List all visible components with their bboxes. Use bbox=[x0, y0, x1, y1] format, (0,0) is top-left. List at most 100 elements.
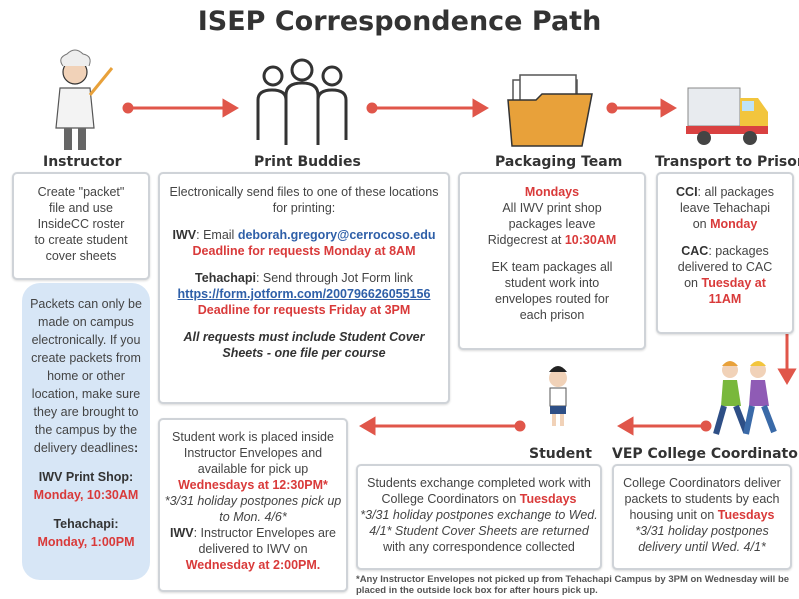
iwv-label: IWV bbox=[172, 228, 197, 242]
cac-time: 11AM bbox=[708, 292, 742, 306]
pickup-line: delivered to IWV on bbox=[198, 542, 308, 556]
vep-holiday: *3/31 holiday postpones bbox=[635, 524, 769, 538]
note-tehachapi-time: Monday, 1:00PM bbox=[37, 535, 135, 549]
tehachapi-label: Tehachapi bbox=[195, 271, 256, 285]
note-line: made on campus bbox=[38, 315, 134, 329]
packaging-line: envelopes routed for bbox=[495, 292, 609, 306]
arrow-print-to-packaging bbox=[366, 98, 489, 118]
student-box: Students exchange completed work with Co… bbox=[356, 464, 602, 570]
instructor-figure-icon bbox=[55, 49, 114, 150]
instructor-line: cover sheets bbox=[45, 249, 117, 263]
cac-label: CAC bbox=[681, 244, 709, 258]
pickup-box: Student work is placed inside Instructor… bbox=[158, 418, 348, 592]
vep-day: Tuesdays bbox=[717, 508, 775, 522]
folder-icon bbox=[507, 74, 593, 147]
step-label-instructor: Instructor bbox=[43, 154, 122, 170]
vep-holiday: delivery until Wed. 4/1* bbox=[638, 540, 766, 554]
instructor-line: Create "packet" bbox=[37, 185, 125, 199]
step-label-student: Student bbox=[529, 446, 592, 462]
note-line: home or other bbox=[47, 369, 125, 383]
note-line: delivery deadlines: bbox=[22, 439, 150, 457]
student-line: College Coordinators on Tuesdays bbox=[358, 491, 600, 507]
vep-line: housing unit on Tuesdays bbox=[614, 507, 790, 523]
step-label-vep: VEP College Coordinators bbox=[612, 446, 799, 462]
packaging-text: Ridgecrest at bbox=[487, 233, 565, 247]
student-holiday: *3/31 holiday postpones exchange to Wed. bbox=[360, 508, 598, 522]
vep-text: housing unit on bbox=[629, 508, 718, 522]
packaging-time: 10:30AM bbox=[564, 233, 617, 247]
cci-text: : all packages bbox=[697, 185, 774, 199]
iwv-text: : Email bbox=[196, 228, 238, 242]
note-line: location, make sure bbox=[31, 387, 141, 401]
pickup-iwv-time: Wednesday at 2:00PM. bbox=[185, 558, 321, 572]
tehachapi-row: Tehachapi: Send through Jot Form link bbox=[160, 270, 448, 286]
note-line: create packets from bbox=[31, 351, 141, 365]
student-line: with any correspondence collected bbox=[383, 540, 575, 554]
packaging-box: Mondays All IWV print shop packages leav… bbox=[458, 172, 646, 350]
transport-box: CCI: all packages leave Tehachapi on Mon… bbox=[656, 172, 794, 334]
iwv-row: IWV: Email deborah.gregory@cerrocoso.edu bbox=[160, 227, 448, 243]
pickup-holiday: to Mon. 4/6* bbox=[219, 510, 287, 524]
print-intro: for printing: bbox=[272, 201, 336, 215]
vep-box: College Coordinators deliver packets to … bbox=[612, 464, 792, 570]
cci-text: on bbox=[692, 217, 711, 231]
people-group-icon bbox=[256, 58, 348, 145]
packaging-line: EK team packages all bbox=[491, 260, 613, 274]
packaging-line: each prison bbox=[519, 308, 585, 322]
vep-line: College Coordinators deliver bbox=[623, 476, 781, 490]
packaging-line: Ridgecrest at 10:30AM bbox=[460, 232, 644, 248]
tehachapi-text: : Send through Jot Form link bbox=[255, 271, 413, 285]
step-label-transport: Transport to Prison bbox=[655, 154, 799, 170]
note-line: Packets can only be bbox=[30, 297, 142, 311]
cac-row: on Tuesday at bbox=[658, 275, 792, 291]
note-line: they are brought to bbox=[33, 405, 139, 419]
pickup-iwv-row: IWV: Instructor Envelopes are bbox=[160, 525, 346, 541]
note-iwv-time: Monday, 10:30AM bbox=[33, 488, 139, 502]
packaging-line: student work into bbox=[504, 276, 600, 290]
pickup-iwv-text: : Instructor Envelopes are bbox=[193, 526, 337, 540]
note-text: delivery deadlines bbox=[33, 441, 134, 455]
step-label-packaging: Packaging Team bbox=[495, 154, 623, 170]
cac-text: delivered to CAC bbox=[677, 260, 773, 274]
student-text: College Coordinators on bbox=[381, 492, 520, 506]
instructor-line: InsideCC roster bbox=[37, 217, 125, 231]
instructor-line: file and use bbox=[49, 201, 113, 215]
note-line: electronically. If you bbox=[31, 333, 141, 347]
cci-row: on Monday bbox=[658, 216, 792, 232]
instructor-line: to create student bbox=[34, 233, 128, 247]
campus-note: Packets can only be made on campus elect… bbox=[22, 283, 150, 580]
cac-text: on bbox=[684, 276, 702, 290]
note-colon: : bbox=[133, 441, 139, 455]
packaging-day: Mondays bbox=[524, 185, 580, 199]
iwv-deadline: Deadline for requests Monday at 8AM bbox=[192, 244, 416, 258]
cac-text: : packages bbox=[708, 244, 769, 258]
pickup-holiday: *3/31 holiday postpones pick up bbox=[164, 494, 342, 508]
jotform-link[interactable]: https://form.jotform.com/200796626055156 bbox=[177, 287, 431, 301]
tehachapi-deadline: Deadline for requests Friday at 3PM bbox=[197, 303, 411, 317]
delivery-truck-icon bbox=[686, 87, 768, 145]
iwv-email-link[interactable]: deborah.gregory@cerrocoso.edu bbox=[237, 228, 436, 242]
student-figure-icon bbox=[549, 366, 567, 426]
pickup-line: Instructor Envelopes and bbox=[183, 446, 323, 460]
cci-day: Monday bbox=[710, 217, 758, 231]
cci-text: leave Tehachapi bbox=[679, 201, 771, 215]
note-line: the campus by the bbox=[34, 423, 138, 437]
packaging-line: packages leave bbox=[508, 217, 596, 231]
student-day: Tuesdays bbox=[519, 492, 577, 506]
footnote: *Any Instructor Envelopes not picked up … bbox=[356, 574, 790, 596]
pickup-line: Student work is placed inside bbox=[172, 430, 334, 444]
pickup-time: Wednesdays at 12:30PM* bbox=[178, 478, 328, 492]
arrow-student-to-pickup bbox=[359, 416, 526, 436]
walking-people-icon bbox=[713, 361, 777, 435]
pickup-line: available for pick up bbox=[197, 462, 309, 476]
cac-row: CAC: packages bbox=[658, 243, 792, 259]
instructor-box: Create "packet" file and use InsideCC ro… bbox=[12, 172, 150, 280]
arrow-instructor-to-print bbox=[122, 98, 239, 118]
note-tehachapi-label: Tehachapi: bbox=[53, 517, 119, 531]
vep-line: packets to students by each bbox=[624, 492, 780, 506]
requirement-note: Sheets - one file per course bbox=[222, 346, 386, 360]
cci-row: CCI: all packages bbox=[658, 184, 792, 200]
packaging-line: All IWV print shop bbox=[502, 201, 602, 215]
page-title: ISEP Correspondence Path bbox=[197, 6, 602, 37]
